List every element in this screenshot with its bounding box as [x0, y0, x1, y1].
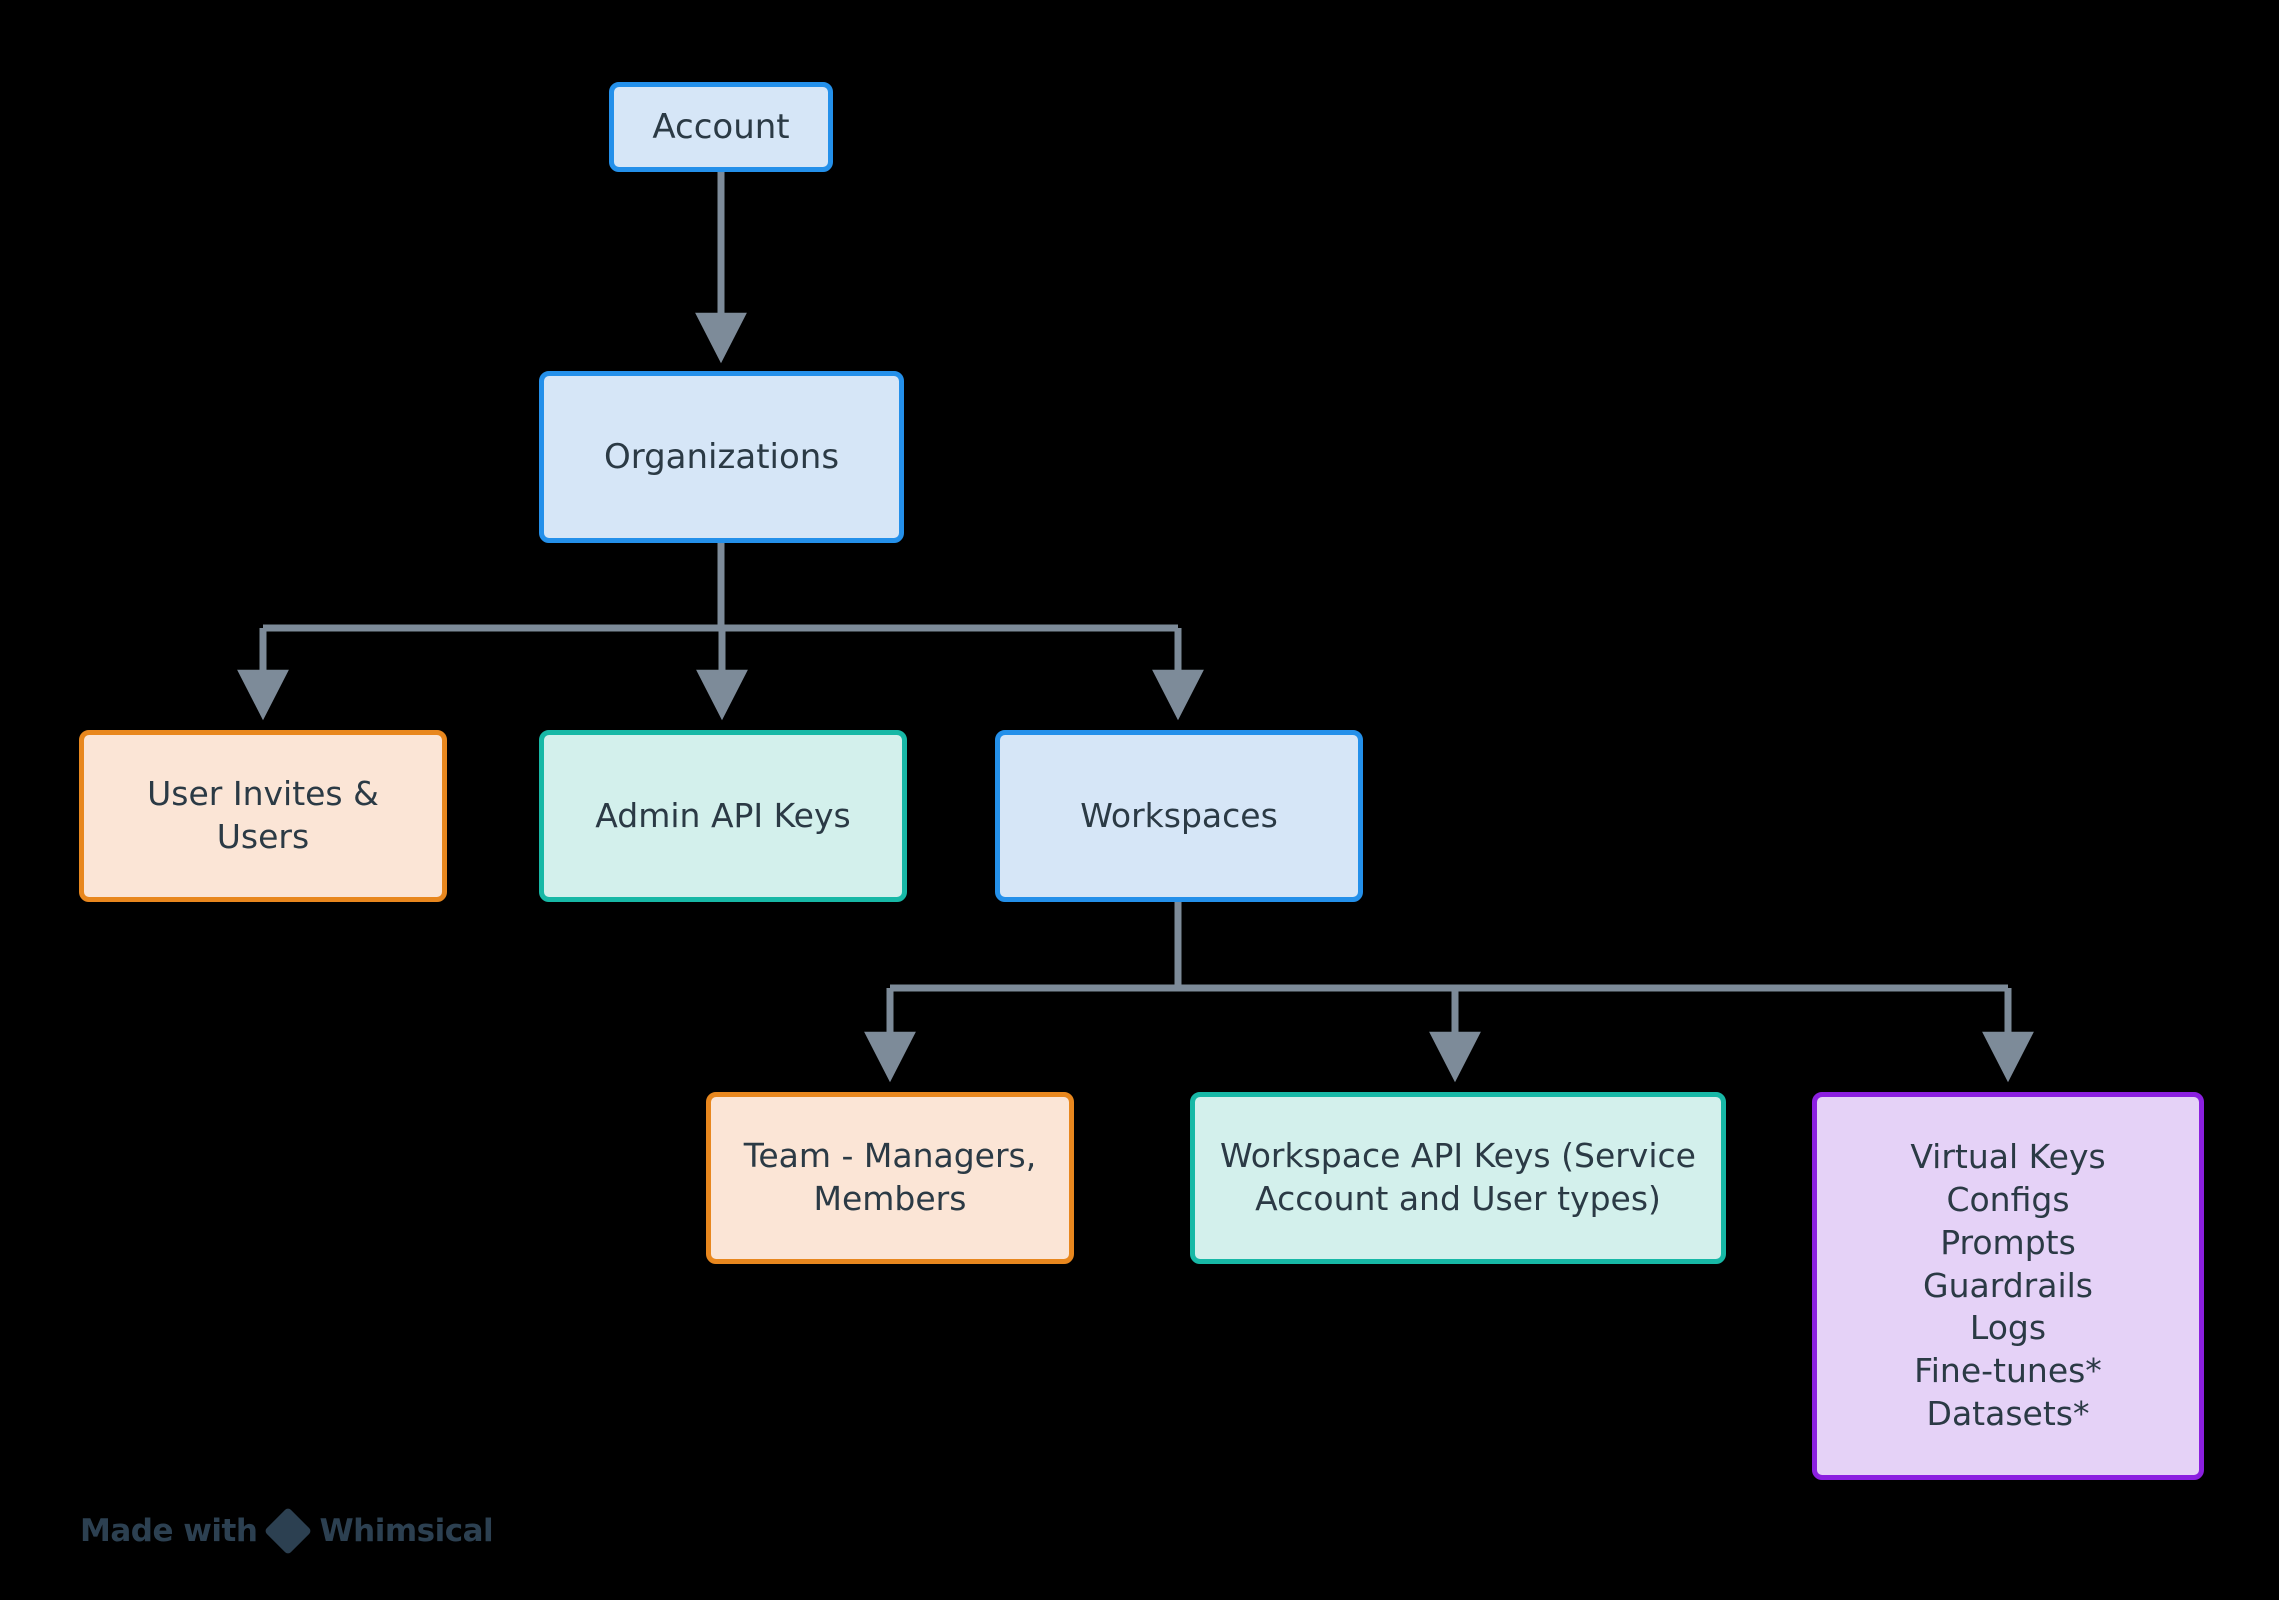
node-workspaces[interactable]: Workspaces [995, 730, 1363, 902]
node-user-invites-users-label: User Invites & Users [147, 774, 379, 856]
node-admin-api-keys-label: Admin API Keys [595, 795, 851, 835]
node-team[interactable]: Team - Managers, Members [706, 1092, 1074, 1264]
node-workspace-api-keys-label: Workspace API Keys (Service Account and … [1220, 1136, 1696, 1218]
node-team-label: Team - Managers, Members [743, 1136, 1037, 1218]
node-admin-api-keys[interactable]: Admin API Keys [539, 730, 907, 902]
watermark-text: Made with [80, 1513, 258, 1549]
node-workspace-resources[interactable]: Virtual Keys Configs Prompts Guardrails … [1812, 1092, 2204, 1480]
node-account[interactable]: Account [609, 82, 833, 172]
node-organizations[interactable]: Organizations [539, 371, 904, 543]
whimsical-diamond-icon [264, 1506, 313, 1556]
node-workspaces-label: Workspaces [1080, 795, 1278, 835]
watermark-brand: Whimsical [319, 1513, 494, 1549]
node-organizations-label: Organizations [603, 436, 840, 477]
node-workspace-api-keys[interactable]: Workspace API Keys (Service Account and … [1190, 1092, 1726, 1264]
node-account-label: Account [652, 106, 790, 147]
node-workspace-resources-label: Virtual Keys Configs Prompts Guardrails … [1910, 1136, 2106, 1434]
watermark: Made with Whimsical [80, 1506, 494, 1556]
node-user-invites-users[interactable]: User Invites & Users [79, 730, 447, 902]
